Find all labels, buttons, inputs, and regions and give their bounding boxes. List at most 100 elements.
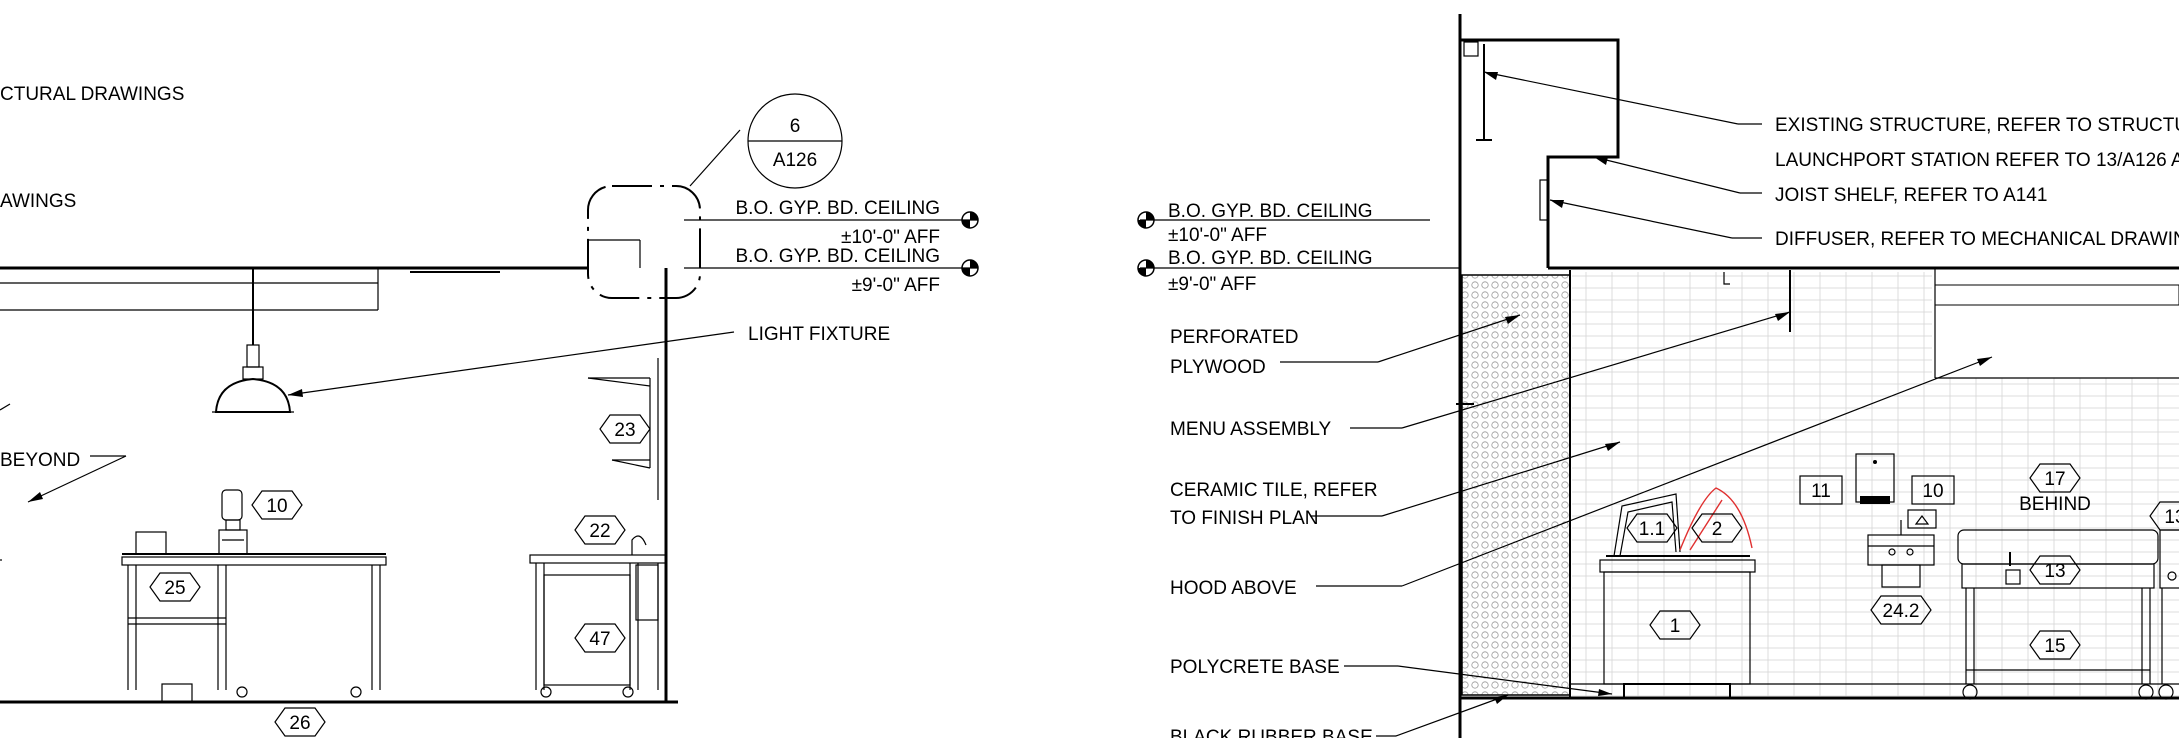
level-target-icon (1137, 211, 1155, 229)
equipment-tag-13: 13 (2044, 561, 2065, 582)
tag-hexagon (274, 707, 326, 737)
leader-stub (0, 403, 11, 411)
arrowhead (1605, 442, 1620, 451)
blender (218, 489, 248, 555)
equipment-tag-22: 22 (589, 521, 610, 542)
equipment-tag-23: 23 (614, 420, 635, 441)
leader-diffuser (1549, 199, 1733, 239)
tag-hexagon (574, 623, 626, 653)
level-elev-1: ±10'-0" AFF (841, 227, 940, 248)
tag-hexagon (251, 490, 303, 520)
hand-sink (1867, 509, 1937, 588)
note-diffuser: DIFFUSER, REFER TO MECHANICAL DRAWING (1775, 229, 2179, 250)
note-polycrete-base: POLYCRETE BASE (1170, 657, 1340, 678)
beyond-leader-arrow (27, 455, 127, 503)
level-elev-2: ±9'-0" AFF (1168, 274, 1256, 295)
left-partial-note-1: CTURAL DRAWINGS (0, 84, 184, 105)
light-fixture-label: LIGHT FIXTURE (748, 324, 890, 345)
arrowhead (1550, 200, 1564, 208)
detail-boundary (587, 185, 701, 299)
level-label-1: B.O. GYP. BD. CEILING (1168, 201, 1373, 222)
menu-board (1934, 284, 2179, 306)
leader-launchport (1593, 156, 1741, 194)
note-hood-above: HOOD ABOVE (1170, 578, 1297, 599)
level-target-icon (961, 259, 979, 277)
arrowhead (1775, 312, 1790, 321)
tag-hexagon (574, 515, 626, 545)
equipment-tag-1: 1 (1670, 616, 1681, 637)
swing-door-line (1689, 499, 1723, 551)
equipment-tag-15: 15 (2044, 636, 2065, 657)
level-label-1: B.O. GYP. BD. CEILING (736, 198, 941, 219)
left-elevation: CTURAL DRAWINGS AWINGS BEYOND 6 A126 B.O… (0, 84, 979, 737)
beam-clip (1463, 41, 1479, 57)
behind-label: BEHIND (2019, 494, 2091, 515)
swing-door-arc (1679, 487, 1753, 551)
equipment-tag-17: 17 (2044, 469, 2065, 490)
detail-number: 6 (790, 116, 801, 137)
arrowhead (288, 389, 303, 397)
prep-table (121, 553, 387, 703)
note-joist-shelf: JOIST SHELF, REFER TO A141 (1775, 185, 2047, 206)
wall-shelves (587, 377, 651, 469)
equipment-tag-24-2: 24.2 (1883, 601, 1920, 622)
bracket (1723, 272, 1730, 285)
equipment-tag-11: 11 (1811, 481, 1831, 502)
right-elevation: EXISTING STRUCTURE, REFER TO STRUCTURA L… (1137, 14, 2179, 738)
ceramic-tile-wall-2 (1932, 378, 2179, 696)
tag-hexagon (1691, 513, 1743, 543)
diffuser (1539, 179, 1549, 221)
leader-perforated (1377, 314, 1521, 363)
arrowhead (1594, 157, 1608, 165)
equipment-tag-47: 47 (589, 629, 610, 650)
leader-rubber-base (1395, 694, 1509, 737)
equipment-tag-25: 25 (164, 578, 185, 599)
leader-hood (1401, 356, 1993, 587)
note-ceramic-2: TO FINISH PLAN (1170, 508, 1319, 529)
note-launchport: LAUNCHPORT STATION REFER TO 13/A126 A (1775, 150, 2179, 171)
level-elev-2: ±9'-0" AFF (852, 275, 940, 296)
equipment-tag-2: 2 (1712, 519, 1723, 540)
light-fixture-leader (287, 331, 735, 396)
equipment-tag-10: 10 (266, 496, 287, 517)
level-target-icon (1137, 259, 1155, 277)
sink-station (529, 535, 667, 698)
equipment-tag-10b: 10 (1922, 481, 1943, 502)
towel-dispenser (1855, 453, 1895, 504)
note-existing-structure: EXISTING STRUCTURE, REFER TO STRUCTURA (1775, 115, 2179, 136)
leader-polycrete (1397, 665, 1613, 695)
arrowhead (1598, 689, 1612, 696)
detail-sheet: A126 (773, 150, 817, 171)
tag-hexagon (149, 572, 201, 602)
ceramic-tile-wall (1572, 272, 1932, 696)
tag-hexagon (2029, 630, 2081, 660)
leader-menu (1401, 311, 1791, 429)
tag-hexagon (2029, 463, 2081, 493)
tag-box (1911, 475, 1955, 505)
note-black-rubber-base: BLACK RUBBER BASE (1170, 727, 1373, 738)
tag-hexagon (599, 414, 651, 444)
left-partial-note-2: AWINGS (0, 191, 76, 212)
left-partial-note-3: BEYOND (0, 450, 80, 471)
note-ceramic-1: CERAMIC TILE, REFER (1170, 480, 1378, 501)
tag-hexagon (1649, 610, 1701, 640)
level-target-icon (961, 211, 979, 229)
tag-hexagon (1870, 595, 1932, 625)
note-perforated-1: PERFORATED (1170, 327, 1298, 348)
arrowhead (1977, 357, 1992, 366)
leader-ceramic (1381, 441, 1621, 517)
arrowhead (28, 492, 43, 502)
note-menu-assembly: MENU ASSEMBLY (1170, 419, 1332, 440)
level-elev-1: ±10'-0" AFF (1168, 225, 1267, 246)
perforated-plywood-panel (1461, 274, 1571, 696)
detail-leader (689, 129, 741, 187)
level-label-2: B.O. GYP. BD. CEILING (1168, 248, 1373, 269)
tag-hexagon (2149, 501, 2179, 531)
arrowhead (1484, 72, 1498, 80)
small-appliance (135, 531, 167, 555)
arrowhead (1505, 315, 1520, 324)
leader-structure (1483, 71, 1739, 125)
tag-box (1799, 475, 1843, 505)
equipment-tag-1-1: 1.1 (1639, 519, 1665, 540)
